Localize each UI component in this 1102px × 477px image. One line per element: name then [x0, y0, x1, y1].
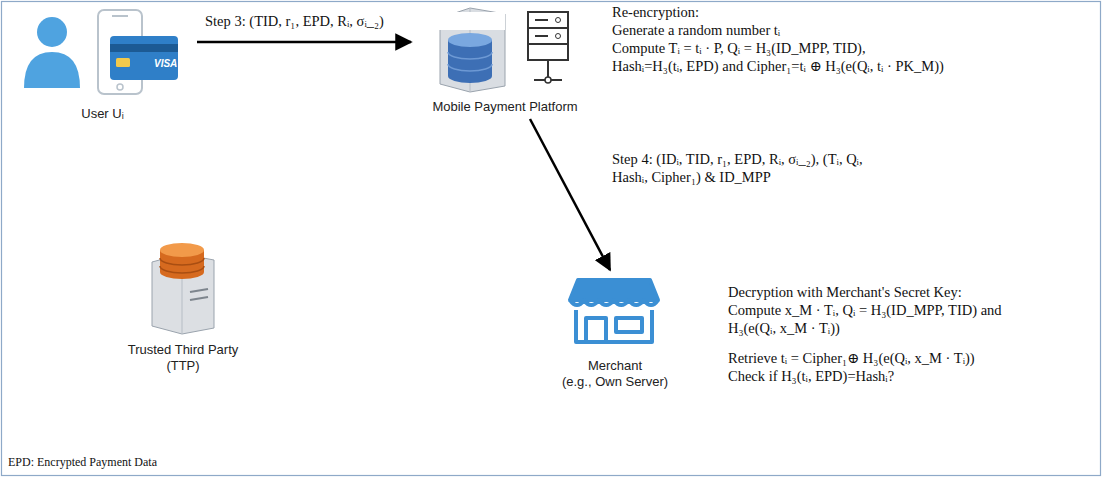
flow-arrow [197, 41, 411, 44]
formula-text: Re-encryption: [612, 4, 699, 21]
formula-text: H₃(e(Qᵢ, x_M · Tᵢ)) [728, 320, 840, 337]
formula-text: Compute x_M · Tᵢ, Qᵢ = H₃(ID_MPP, TID) a… [728, 302, 1002, 319]
formula-text: Hashᵢ=H₃(tᵢ, EPD) and Cipher₁=tᵢ ⊕ H₃(e(… [612, 58, 944, 75]
store-icon [570, 280, 658, 342]
edge-label: Step 4: (IDᵢ, TID, r₁, EPD, Rᵢ, σᵢ_₂), (… [612, 150, 902, 186]
formula-text: Retrieve tᵢ = Cipher₁⊕ H₃(e(Qᵢ, x_M · Tᵢ… [728, 350, 975, 367]
server-icon [152, 243, 214, 334]
edge-label: Step 3: (TID, r₁, EPD, Rᵢ, σᵢ_₂) [205, 12, 505, 30]
node-box: Merchant(e.g., Own Server) [545, 272, 685, 390]
formula-text: Generate a random number tᵢ [612, 22, 780, 39]
footnote: EPD: Encrypted Payment Data [8, 455, 157, 470]
node-label: Merchant [588, 358, 642, 374]
node-label: (e.g., Own Server) [562, 374, 668, 390]
formula-text: Decryption with Merchant's Secret Key: [728, 284, 962, 301]
user-icon [24, 10, 178, 94]
formula-text: Check if H₃(tᵢ, EPD)=Hashᵢ? [728, 368, 894, 385]
node-label: Trusted Third Party (TTP) [114, 342, 252, 374]
node-label: Mobile Payment Platform [432, 99, 577, 115]
node-label: User Uᵢ [81, 106, 124, 122]
node-box: Trusted Third Party (TTP) [114, 232, 252, 374]
card-brand: VISA [154, 58, 177, 69]
flow-arrow [530, 119, 610, 270]
formula-text: Compute Tᵢ = tᵢ · P, Qᵢ = H₃(ID_MPP, TID… [612, 40, 866, 57]
